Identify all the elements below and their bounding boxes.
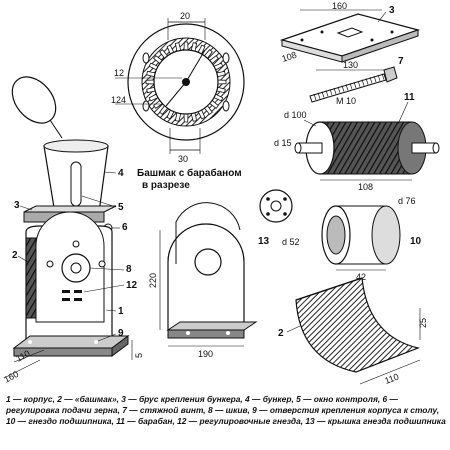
gear-teeth bbox=[145, 41, 227, 123]
tension-bolt-7: 130 M 10 7 bbox=[309, 56, 404, 106]
thread-line bbox=[381, 73, 385, 80]
callout-9: 9 bbox=[118, 328, 124, 339]
legend: 1 — корпус, 2 — «башмак», 3 — брус крепл… bbox=[6, 394, 446, 427]
dim-plate-depth: 108 bbox=[281, 50, 298, 64]
bolt-thread bbox=[313, 73, 385, 101]
drum-section-view: 20 12 124 30 Башмак с барабаном в разрез… bbox=[111, 11, 245, 191]
callout-2-body: 2 bbox=[12, 250, 18, 261]
thread-line bbox=[313, 93, 317, 101]
thread-line bbox=[337, 86, 341, 93]
drum-caption-line1: Башмак с барабаном bbox=[137, 167, 242, 179]
callout-13: 13 bbox=[258, 236, 270, 247]
callout-3-bar: 3 bbox=[14, 200, 20, 211]
thread-line bbox=[365, 78, 369, 85]
dim-bushing-inner: d 52 bbox=[282, 237, 300, 247]
thread-line bbox=[377, 74, 381, 81]
callout-2-trough: 2 bbox=[278, 328, 284, 339]
dim-gear-left2: 124 bbox=[111, 95, 126, 105]
callout-5: 5 bbox=[118, 202, 124, 213]
dim-trough-width: 110 bbox=[383, 372, 400, 386]
dim-bolt-length: 130 bbox=[343, 60, 358, 70]
thread-line bbox=[321, 91, 325, 98]
gear-tooth bbox=[183, 41, 189, 51]
thread-line bbox=[333, 87, 337, 95]
assembled-grinder: 4 5 3 6 8 12 1 2 9 bbox=[2, 76, 144, 385]
dim-gear-bottom: 30 bbox=[178, 154, 188, 164]
mounting-plate-3: 160 108 3 bbox=[279, 1, 421, 64]
legend-text: 1 — корпус, 2 — «башмак», 3 — брус крепл… bbox=[6, 394, 446, 426]
thread-line bbox=[361, 79, 365, 86]
technical-drawing: 20 12 124 30 Башмак с барабаном в разрез… bbox=[2, 1, 440, 386]
dim-gear-left: 12 bbox=[114, 68, 124, 78]
dim-drum-length: 108 bbox=[358, 182, 373, 192]
gear-tooth bbox=[217, 79, 227, 85]
callout-4: 4 bbox=[118, 168, 124, 179]
shoe-side-panel: 220 190 bbox=[148, 202, 258, 359]
thread-line bbox=[369, 77, 373, 84]
callout-7: 7 bbox=[398, 56, 404, 67]
drum-caption-line2: в разрезе bbox=[142, 180, 190, 191]
thread-line bbox=[353, 81, 357, 89]
dim-shaft-diameter: d 15 bbox=[274, 138, 292, 148]
bearing-housing-10: d 76 d 52 42 10 bbox=[282, 196, 422, 282]
gear-tooth bbox=[183, 113, 189, 123]
callout-10: 10 bbox=[410, 236, 422, 247]
callout-3-plate: 3 bbox=[389, 5, 395, 16]
callout-11: 11 bbox=[404, 92, 415, 103]
thread-line bbox=[329, 89, 333, 96]
thread-line bbox=[345, 84, 349, 91]
dim-bushing-length: 42 bbox=[356, 272, 366, 282]
bearing-cap-13: 13 bbox=[258, 189, 293, 247]
drum-11: d 100 d 15 108 11 bbox=[274, 92, 440, 192]
dim-bushing-diameter: d 76 bbox=[398, 196, 416, 206]
dim-trough-height: 25 bbox=[418, 318, 428, 328]
gear-tooth bbox=[145, 79, 155, 85]
dim-plate-width: 160 bbox=[332, 1, 347, 11]
callout-12: 12 bbox=[126, 280, 138, 291]
callout-6: 6 bbox=[122, 222, 128, 233]
dim-base-height: 5 bbox=[134, 353, 144, 358]
callout-8: 8 bbox=[126, 264, 132, 275]
dim-gear-top: 20 bbox=[180, 11, 190, 21]
callout-1: 1 bbox=[118, 306, 124, 317]
thread-line bbox=[357, 80, 361, 87]
dim-shoe-width: 190 bbox=[198, 349, 213, 359]
shoe-trough-2: 25 110 2 bbox=[278, 277, 428, 386]
thread-line bbox=[325, 90, 329, 97]
dim-bolt-thread: M 10 bbox=[336, 96, 356, 106]
dim-shoe-height: 220 bbox=[148, 273, 158, 288]
thread-line bbox=[317, 92, 321, 99]
thread-line bbox=[341, 85, 345, 92]
dim-drum-diameter: d 100 bbox=[284, 110, 307, 120]
thread-line bbox=[349, 83, 353, 90]
thread-line bbox=[373, 75, 377, 83]
